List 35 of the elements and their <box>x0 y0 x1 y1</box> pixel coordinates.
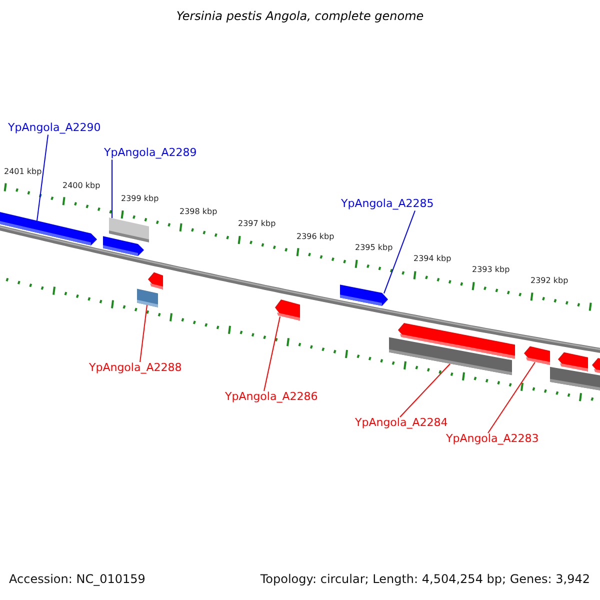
gene-block <box>148 272 163 290</box>
gene-block <box>524 346 550 365</box>
feature-block <box>137 288 158 308</box>
footer-text: Accession: NC_010159 <box>9 573 146 587</box>
feature-block <box>109 217 149 242</box>
leader-line <box>36 134 48 222</box>
leader-line <box>400 363 450 418</box>
scale-label: 2399 kbp <box>121 194 159 204</box>
footer-text: Topology: circular; Length: 4,504,254 bp; Genes: 3,942 <box>260 573 590 587</box>
gene-block <box>592 358 600 376</box>
gene-label: YpAngola_A2288 <box>89 362 182 375</box>
scale-label: 2393 kbp <box>472 265 510 274</box>
scale-label: 2392 kbp <box>530 276 568 285</box>
gene-label: YpAngola_A2289 <box>104 147 197 160</box>
leader-line <box>488 362 536 434</box>
scale-label: 2400 kbp <box>62 180 100 190</box>
gene-label: YpAngola_A2286 <box>225 391 318 404</box>
leader-line <box>384 210 416 294</box>
scale-label: 2397 kbp <box>238 219 276 229</box>
gene-block <box>0 210 97 246</box>
scale-label: 2401 kbp <box>4 167 42 176</box>
gene-block <box>340 284 388 306</box>
scale-label: 2395 kbp <box>355 243 393 252</box>
scale-label: 2398 kbp <box>180 206 218 216</box>
gene-label: YpAngola_A2283 <box>446 433 539 446</box>
gene-label: YpAngola_A2290 <box>8 122 101 135</box>
gene-block <box>398 323 515 359</box>
gene-label: YpAngola_A2284 <box>355 417 448 430</box>
title: Yersinia pestis Angola, complete genome <box>175 10 425 24</box>
scale-label: 2394 kbp <box>414 254 452 264</box>
scale-label: 2396 kbp <box>296 232 334 241</box>
gene-block <box>558 352 588 372</box>
gene-label: YpAngola_A2285 <box>341 198 434 211</box>
gene-block <box>275 299 300 321</box>
leader-line <box>264 316 280 392</box>
